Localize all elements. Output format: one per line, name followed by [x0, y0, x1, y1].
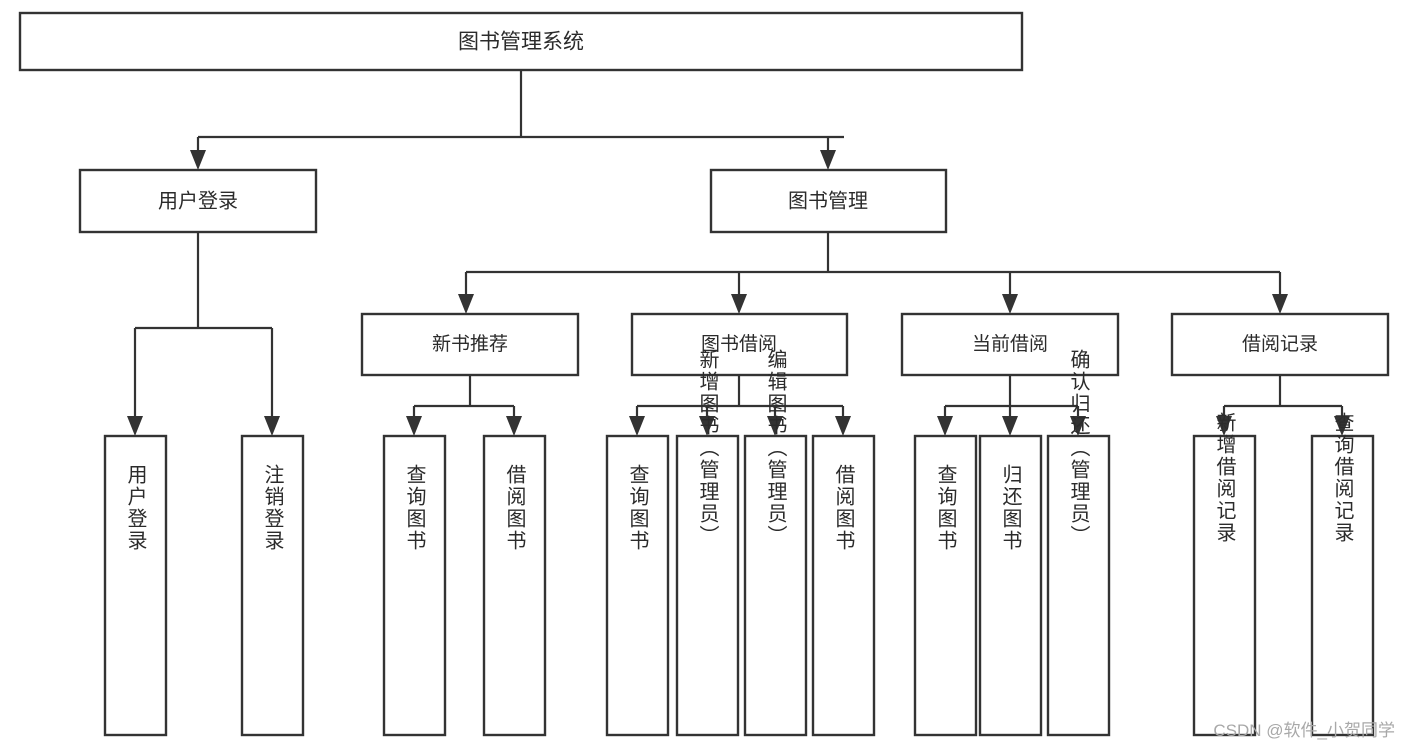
leaf-borrowrecord-query-record-label: 查询借阅记录 — [1331, 412, 1354, 544]
node-book-management[interactable]: 图书管理 — [709, 168, 948, 234]
leaf-newbook-borrow-book[interactable]: 借阅图书 — [482, 434, 547, 737]
leaf-newbook-query-book-label: 查询图书 — [403, 464, 426, 552]
leaf-newbook-query-book[interactable]: 查询图书 — [382, 434, 447, 737]
leaf-bookborrow-add-book-label: 新增图书（管理员） — [696, 349, 719, 547]
leaf-bookborrow-borrow-book[interactable]: 借阅图书 — [811, 434, 876, 737]
node-root-label: 图书管理系统 — [458, 31, 584, 54]
leaf-currentborrow-return-book[interactable]: 归还图书 — [978, 434, 1043, 737]
leaf-user-login-logout-label: 注销登录 — [261, 464, 284, 552]
connector-userlogin-to-leaves — [127, 232, 280, 436]
leaf-user-login-logout[interactable]: 注销登录 — [240, 434, 305, 737]
leaf-bookborrow-edit-book-label: 编辑图书（管理员） — [764, 349, 787, 547]
node-borrow-record[interactable]: 借阅记录 — [1170, 312, 1390, 377]
node-book-management-label: 图书管理 — [788, 189, 868, 212]
connector-bookborrow-to-leaves — [629, 375, 851, 436]
leaf-newbook-borrow-book-label: 借阅图书 — [503, 464, 526, 552]
connector-bookmgmt-to-level2 — [458, 232, 1288, 314]
connector-currentborrow-to-leaves — [937, 375, 1086, 436]
node-user-login-label: 用户登录 — [158, 189, 238, 212]
node-book-borrow[interactable]: 图书借阅 — [630, 312, 849, 377]
leaf-user-login-login-label: 用户登录 — [124, 464, 147, 552]
leaf-currentborrow-return-book-label: 归还图书 — [999, 464, 1022, 552]
leaf-currentborrow-confirm-return-label: 确认归还（管理员） — [1067, 349, 1090, 547]
leaf-bookborrow-edit-book[interactable]: 编辑图书（管理员） — [743, 349, 808, 737]
leaf-currentborrow-query-book-label: 查询图书 — [934, 464, 957, 552]
leaf-currentborrow-query-book[interactable]: 查询图书 — [913, 434, 978, 737]
leaf-user-login-login[interactable]: 用户登录 — [103, 434, 168, 737]
connector-root-to-level1 — [190, 70, 844, 170]
leaf-currentborrow-confirm-return[interactable]: 确认归还（管理员） — [1046, 349, 1111, 737]
leaf-borrowrecord-add-record[interactable]: 新增借阅记录 — [1192, 412, 1257, 737]
node-new-book-recommend[interactable]: 新书推荐 — [360, 312, 580, 377]
node-borrow-record-label: 借阅记录 — [1242, 333, 1318, 355]
leaf-borrowrecord-query-record[interactable]: 查询借阅记录 — [1310, 412, 1375, 737]
leaf-bookborrow-borrow-book-label: 借阅图书 — [832, 464, 855, 552]
leaf-borrowrecord-add-record-label: 新增借阅记录 — [1213, 412, 1236, 544]
node-current-borrow[interactable]: 当前借阅 — [900, 312, 1120, 377]
connector-newbook-to-leaves — [406, 375, 522, 436]
node-book-borrow-label: 图书借阅 — [701, 333, 777, 355]
leaf-bookborrow-query-book[interactable]: 查询图书 — [605, 434, 670, 737]
connector-borrowrecord-to-leaves — [1216, 375, 1350, 436]
leaf-bookborrow-query-book-label: 查询图书 — [626, 464, 649, 552]
leaf-bookborrow-add-book[interactable]: 新增图书（管理员） — [675, 349, 740, 737]
node-root-book-management-system[interactable]: 图书管理系统 — [18, 11, 1024, 72]
node-user-login[interactable]: 用户登录 — [78, 168, 318, 234]
node-current-borrow-label: 当前借阅 — [972, 333, 1048, 355]
node-new-book-recommend-label: 新书推荐 — [432, 333, 508, 355]
